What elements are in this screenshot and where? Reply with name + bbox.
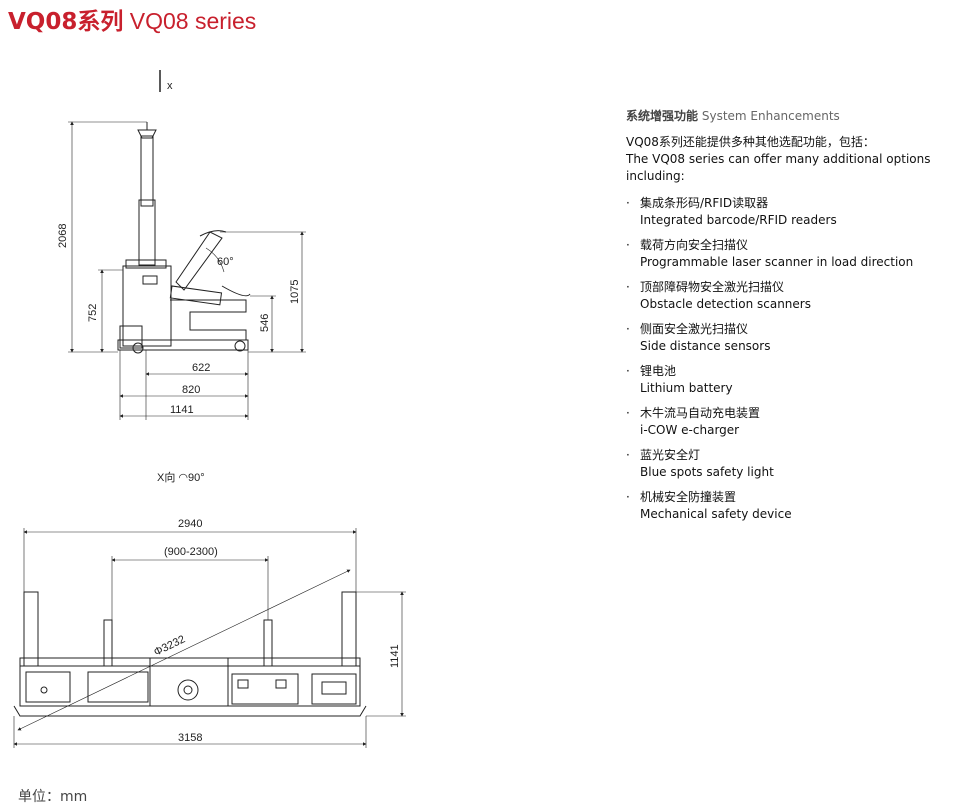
unit-label: 单位：mm: [18, 789, 88, 805]
intro-en: The VQ08 series can offer many additiona…: [626, 152, 931, 183]
list-item: · 锂电池 Lithium battery: [626, 363, 976, 397]
arm-left-inner: [103, 619, 113, 667]
drive-unit-left: [25, 671, 71, 703]
list-item: · 侧面安全激光扫描仪 Side distance sensors: [626, 321, 976, 355]
top-view: [13, 528, 406, 748]
mast-top-sensor: [137, 129, 157, 139]
panel-left: [87, 671, 149, 703]
mast-lower: [138, 199, 156, 266]
fork-assembly: [170, 299, 247, 340]
dim-2940: 2940: [178, 518, 202, 530]
list-item: · 载荷方向安全扫描仪 Programmable laser scanner in …: [626, 237, 976, 271]
dim-900-2300: (900-2300): [164, 546, 218, 558]
dim-752: 752: [87, 304, 99, 322]
item-cn: 集成条形码/RFID读取器: [640, 196, 769, 210]
item-en: Integrated barcode/RFID readers: [640, 213, 837, 227]
enhancements-heading: 系统增强功能 System Enhancements: [626, 107, 976, 124]
bullet-icon: ·: [626, 406, 630, 420]
title-cn: VQ08系列: [8, 9, 124, 35]
bullet-icon: ·: [626, 322, 630, 336]
item-cn: 机械安全防撞装置: [640, 490, 737, 504]
bullet-icon: ·: [626, 280, 630, 294]
item-en: Programmable laser scanner in load direc…: [640, 255, 914, 269]
heading-cn: 系统增强功能: [626, 109, 699, 123]
chassis: [117, 339, 249, 351]
top-view-caption: X向 ◠90°: [157, 470, 205, 484]
page-title: VQ08系列 VQ08 series: [8, 2, 256, 36]
item-en: Lithium battery: [640, 381, 733, 395]
item-cn: 载荷方向安全扫描仪: [640, 238, 749, 252]
options-list: · 集成条形码/RFID读取器 Integrated barcode/RFID re…: [626, 195, 976, 523]
bullet-icon: ·: [626, 364, 630, 378]
item-cn: 顶部障碍物安全激光扫描仪: [640, 280, 785, 294]
dim-1075: 1075: [289, 280, 301, 304]
mast-upper: [140, 135, 154, 207]
enhancements-intro: VQ08系列还能提供多种其他选配功能，包括： The VQ08 series c…: [626, 134, 976, 185]
body-window: [142, 275, 158, 285]
side-view: [68, 70, 306, 420]
item-cn: 蓝光安全灯: [640, 448, 701, 462]
dim-angle: 60°: [217, 256, 234, 268]
list-item: · 蓝光安全灯 Blue spots safety light: [626, 447, 976, 481]
dim-diag-3232: Φ3232: [152, 633, 187, 658]
list-item: · 集成条形码/RFID读取器 Integrated barcode/RFID re…: [626, 195, 976, 229]
panel-right: [231, 673, 299, 705]
dim-3158: 3158: [178, 732, 202, 744]
arm-right-inner: [263, 619, 273, 667]
list-item: · 顶部障碍物安全激光扫描仪 Obstacle detection scanners: [626, 279, 976, 313]
axis-x-label: x: [167, 80, 173, 92]
item-en: Side distance sensors: [640, 339, 771, 353]
item-en: Blue spots safety light: [640, 465, 774, 479]
truck-body: [122, 265, 172, 347]
enhancements-panel: 系统增强功能 System Enhancements VQ08系列还能提供多种其…: [626, 107, 976, 531]
dim-820: 820: [182, 384, 200, 396]
list-item: · 木牛流马自动充电装置 i-COW e-charger: [626, 405, 976, 439]
item-cn: 木牛流马自动充电装置: [640, 406, 761, 420]
list-item: · 机械安全防撞装置 Mechanical safety device: [626, 489, 976, 523]
intro-cn: VQ08系列还能提供多种其他选配功能，包括：: [626, 135, 875, 149]
center-turntable: [177, 679, 199, 701]
bullet-icon: ·: [626, 490, 630, 504]
dim-546: 546: [259, 314, 271, 332]
battery-box: [119, 325, 143, 349]
bullet-icon: ·: [626, 238, 630, 252]
item-cn: 侧面安全激光扫描仪: [640, 322, 749, 336]
arm-left-outer: [23, 591, 39, 667]
item-en: Obstacle detection scanners: [640, 297, 811, 311]
dim-622: 622: [192, 362, 210, 374]
tilt-arm: [175, 231, 223, 291]
dim-1141-depth: 1141: [389, 644, 401, 668]
dim-1141: 1141: [170, 404, 194, 416]
dim-2068: 2068: [57, 224, 69, 248]
control-panel: [311, 673, 357, 705]
title-en: VQ08 series: [129, 8, 257, 34]
item-cn: 锂电池: [640, 364, 677, 378]
bullet-icon: ·: [626, 196, 630, 210]
bullet-icon: ·: [626, 448, 630, 462]
item-en: Mechanical safety device: [640, 507, 792, 521]
arm-right-outer: [341, 591, 357, 667]
heading-en: System Enhancements: [701, 109, 840, 123]
item-en: i-COW e-charger: [640, 423, 740, 437]
